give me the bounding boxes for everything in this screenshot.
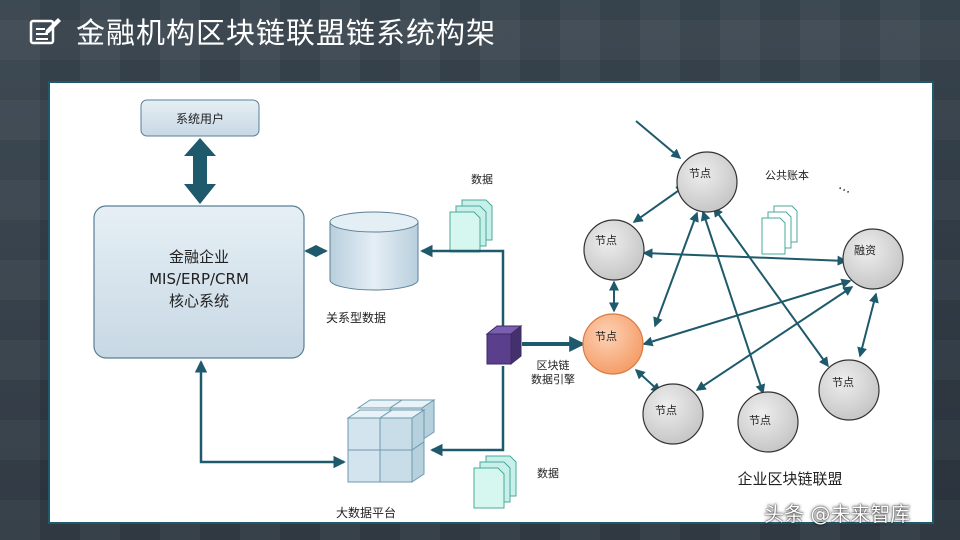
data-documents-bottom: 数据 <box>473 455 559 509</box>
network-edges <box>609 120 879 395</box>
node-label: 节点 <box>595 330 617 343</box>
core-system-line1: 金融企业 <box>169 248 229 266</box>
node-bottom-mid: 节点 <box>737 391 799 453</box>
public-ledger-label: 公共账本 <box>765 168 809 182</box>
node-label: 节点 <box>749 414 771 427</box>
core-system-line3: 核心系统 <box>169 292 229 310</box>
title-bar: 金融机构区块链联盟链系统构架 <box>0 0 960 62</box>
node-label: 融资 <box>854 244 876 257</box>
data-label-top: 数据 <box>471 172 493 186</box>
node-center-highlighted: 节点 <box>582 313 644 375</box>
system-user-box: 系统用户 <box>140 99 260 137</box>
node-finance: 融资 <box>842 228 904 290</box>
data-documents-top: 数据 <box>449 172 493 253</box>
bigdata-cube-stack: 大数据平台 <box>336 399 436 520</box>
edit-note-icon <box>29 18 61 45</box>
watermark: 头条 @未来智库 <box>764 502 911 526</box>
engine-label-line1: 区块链 <box>537 358 570 372</box>
bigdata-label: 大数据平台 <box>336 505 396 520</box>
blockchain-engine-cube: 区块链 数据引擎 <box>485 324 575 386</box>
alliance-caption: 企业区块链联盟 <box>737 470 842 488</box>
data-label-bottom: 数据 <box>537 466 559 480</box>
node-top: 节点 <box>676 151 738 213</box>
engine-label-line2: 数据引擎 <box>531 372 575 386</box>
node-right-lower: 节点 <box>818 359 880 421</box>
node-label: 节点 <box>595 234 617 247</box>
node-label: 节点 <box>655 404 677 417</box>
system-user-label: 系统用户 <box>176 111 224 126</box>
node-bottom-left: 节点 <box>642 383 704 445</box>
node-left: 节点 <box>583 219 645 281</box>
core-system-box: 金融企业 MIS/ERP/CRM 核心系统 <box>93 205 305 359</box>
node-label: 节点 <box>689 167 711 180</box>
user-core-arrow <box>184 138 216 204</box>
engine-bigdata-link <box>430 366 505 457</box>
core-system-line2: MIS/ERP/CRM <box>149 270 249 288</box>
node-label: 节点 <box>832 376 854 389</box>
relational-db-label: 关系型数据 <box>326 310 386 325</box>
engine-db-link <box>420 244 505 328</box>
ellipsis-mark: … <box>836 178 854 197</box>
page-title: 金融机构区块链联盟链系统构架 <box>76 16 497 50</box>
core-bigdata-arrow <box>194 360 346 469</box>
public-ledger: 公共账本 … <box>761 168 854 255</box>
relational-db-cylinder: 关系型数据 <box>326 211 419 325</box>
